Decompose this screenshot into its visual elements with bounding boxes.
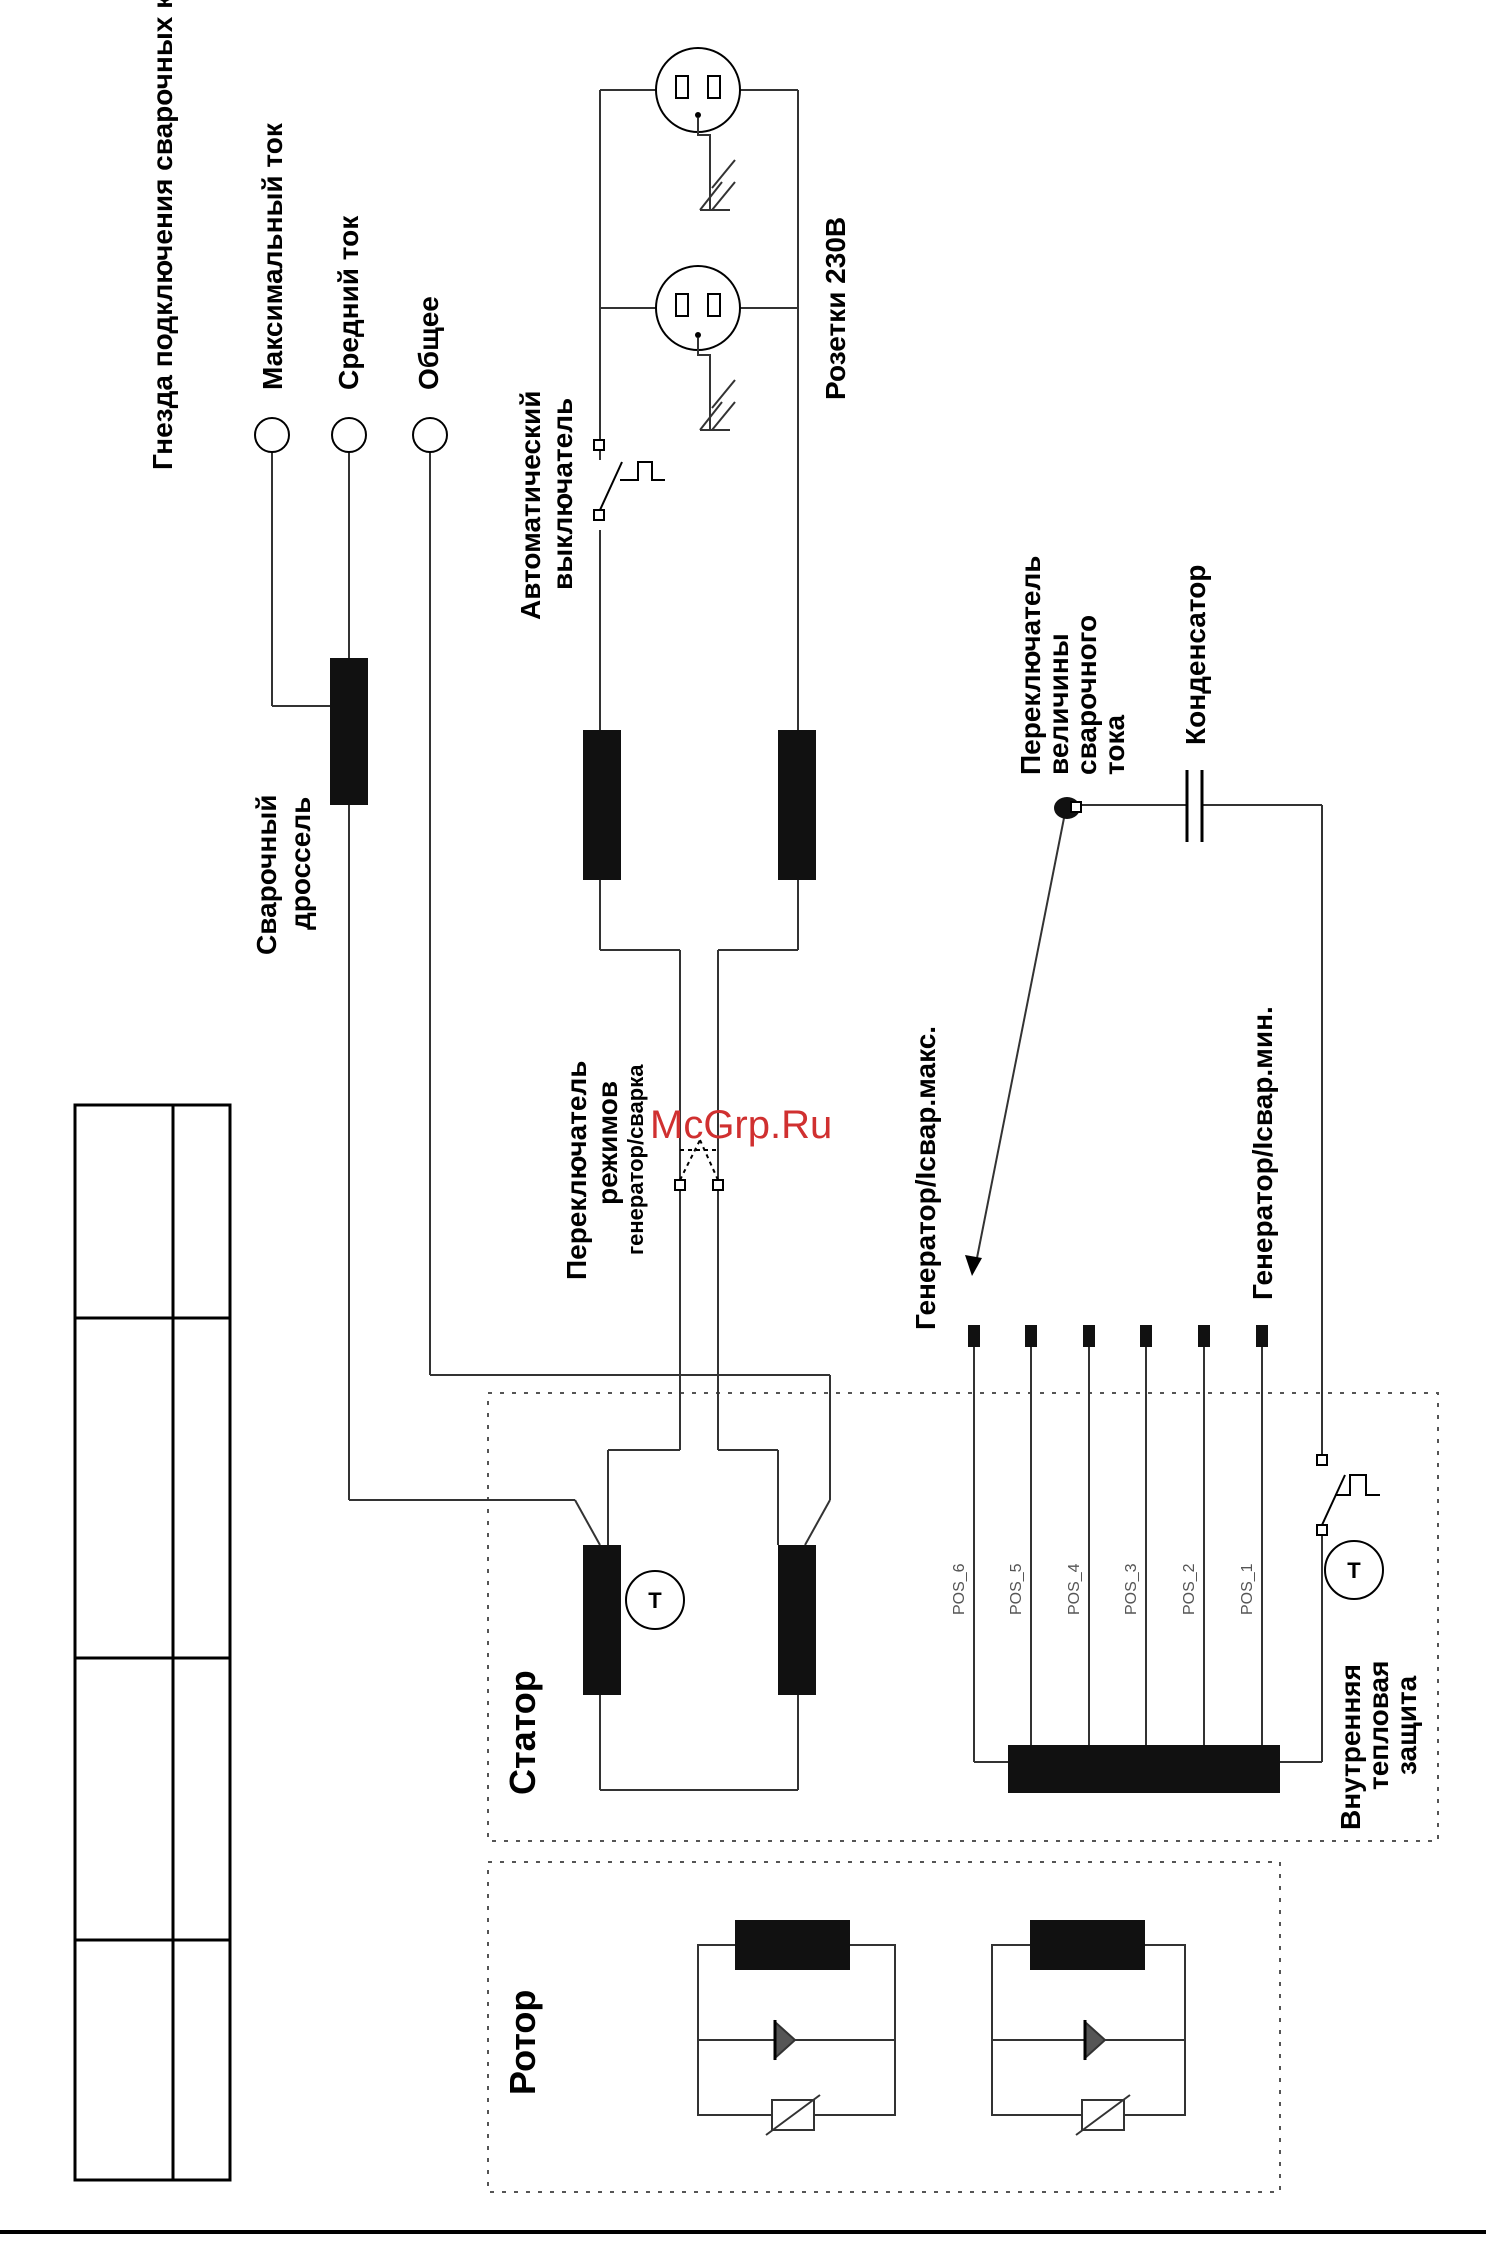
label-rotor: Ротор bbox=[502, 1990, 543, 2095]
label-mode-switch-3: генератор/сварка bbox=[623, 1064, 648, 1255]
label-mode-switch-1: Переключатель bbox=[561, 1061, 592, 1280]
label-thermal-3: защита bbox=[1391, 1675, 1422, 1775]
label-auto-breaker-1: Автоматический bbox=[515, 391, 546, 620]
current-selector-knob bbox=[1054, 797, 1082, 819]
socket-max-current bbox=[254, 417, 290, 453]
label-pos-2: POS_2 bbox=[1181, 1563, 1198, 1615]
label-current-switch-1: Переключатель bbox=[1015, 556, 1046, 775]
watermark: McGrp.Ru bbox=[650, 1103, 832, 1147]
title-block-table bbox=[73, 1103, 232, 2182]
label-max-current: Максимальный ток bbox=[257, 122, 288, 390]
label-mode-switch-2: режимов bbox=[592, 1081, 623, 1205]
rotor-frame bbox=[487, 1861, 1281, 2193]
label-capacitor: Конденсатор bbox=[1180, 565, 1211, 745]
outlet-1 bbox=[655, 47, 741, 211]
welding-choke bbox=[330, 658, 368, 805]
label-pos-5: POS_5 bbox=[1008, 1563, 1025, 1615]
label-pos-1: POS_1 bbox=[1239, 1563, 1256, 1615]
label-pos-6: POS_6 bbox=[951, 1563, 968, 1615]
thermal-thermistor: T bbox=[1324, 1540, 1384, 1600]
socket-common bbox=[412, 417, 448, 453]
label-gen-min: Генератор/Iсвар.мин. bbox=[1247, 1006, 1278, 1300]
tap-terminals bbox=[968, 1325, 1268, 1347]
label-pos-3: POS_3 bbox=[1123, 1563, 1140, 1615]
label-sockets-title: Гнезда подключения сварочных кабелей bbox=[147, 0, 178, 470]
svg-text:T: T bbox=[1347, 1558, 1361, 1583]
mode-switch bbox=[674, 1139, 724, 1191]
label-current-switch-3: сварочного bbox=[1071, 615, 1102, 775]
welding-sockets bbox=[254, 417, 448, 453]
capacitor bbox=[1185, 770, 1204, 842]
label-common: Общее bbox=[413, 296, 444, 390]
label-thermal-2: тепловая bbox=[1363, 1661, 1394, 1790]
auto-breaker bbox=[593, 439, 665, 521]
label-auto-breaker-2: выключатель bbox=[547, 398, 578, 590]
label-gen-max: Генератор/Iсвар.макс. bbox=[910, 1026, 941, 1330]
winding-upper-right bbox=[778, 730, 816, 880]
thermal-switch bbox=[1316, 1454, 1380, 1536]
winding-upper-left bbox=[583, 730, 621, 880]
labels: Гнезда подключения сварочных кабелей Мак… bbox=[147, 0, 1422, 2095]
tap-bus-bar bbox=[1008, 1745, 1280, 1793]
label-current-switch-2: величины bbox=[1043, 633, 1074, 775]
rotor-circuit-1 bbox=[697, 1920, 896, 2136]
label-current-switch-4: тока bbox=[1099, 715, 1130, 775]
stator-winding-left bbox=[583, 1545, 621, 1695]
stator-winding-right bbox=[778, 1545, 816, 1695]
label-thermal-1: Внутренняя bbox=[1335, 1664, 1366, 1830]
wires bbox=[271, 89, 1323, 1791]
label-mid-current: Средний ток bbox=[333, 215, 364, 390]
outlet-2 bbox=[655, 265, 741, 431]
socket-mid-current bbox=[331, 417, 367, 453]
selector-arrow bbox=[965, 1255, 982, 1276]
stator-thermistor: T bbox=[625, 1570, 685, 1630]
rotor-circuit-2 bbox=[991, 1920, 1186, 2136]
label-weld-choke-2: дроссель bbox=[285, 797, 316, 930]
label-weld-choke-1: Сварочный bbox=[251, 795, 282, 955]
label-outlets: Розетки 230В bbox=[820, 217, 851, 400]
stator-frame bbox=[487, 1392, 1439, 1842]
label-pos-4: POS_4 bbox=[1066, 1563, 1083, 1615]
svg-text:T: T bbox=[648, 1588, 662, 1613]
label-stator: Статор bbox=[502, 1670, 543, 1795]
